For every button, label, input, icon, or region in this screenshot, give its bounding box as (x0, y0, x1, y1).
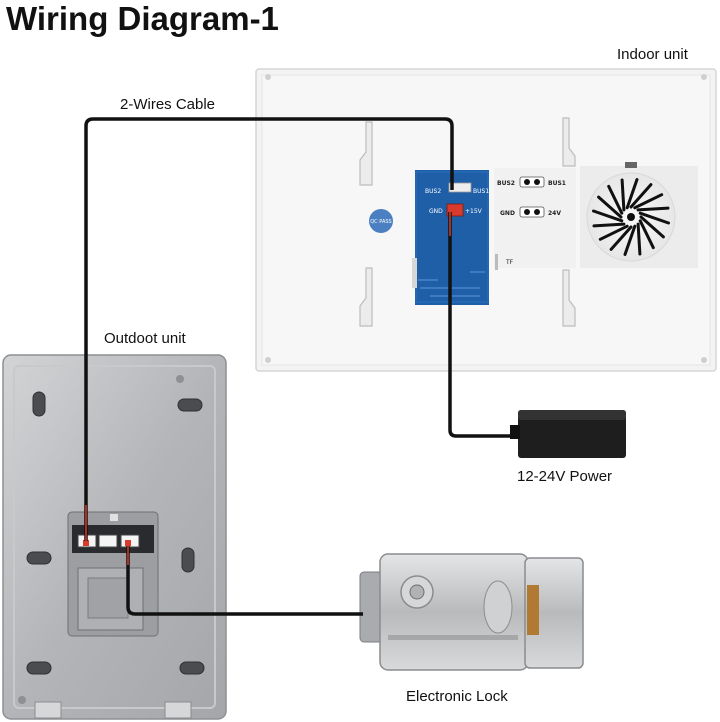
lock-cable (126, 546, 363, 616)
page-title: Wiring Diagram-1 (6, 0, 279, 37)
svg-text:GND: GND (500, 210, 515, 217)
svg-text:TF: TF (505, 259, 514, 266)
outdoor-unit-label: Outdoot unit (104, 330, 186, 347)
lock-label: Electronic Lock (406, 688, 508, 705)
power-label: 12-24V Power (517, 468, 613, 485)
two-wire-cable (84, 117, 454, 541)
svg-text:BUS1: BUS1 (548, 180, 566, 187)
svg-text:24V: 24V (548, 210, 561, 217)
qc-pass-sticker: QC PASS (369, 209, 393, 233)
indoor-terminal-labels: BUS2 BUS1 GND 24V TF (494, 168, 576, 270)
power-cable (448, 212, 512, 438)
indoor-unit-label: Indoor unit (617, 46, 688, 63)
outdoor-unit (2, 354, 227, 720)
svg-text:+15V: +15V (465, 208, 483, 215)
outdoor-terminal-block (67, 511, 159, 637)
indoor-circuit-board: BUS2 BUS1 GND +15V (412, 170, 489, 305)
bus-terminal (448, 182, 472, 193)
wires (84, 117, 512, 616)
svg-text:BUS2: BUS2 (425, 188, 441, 195)
cable-label: 2-Wires Cable (120, 96, 216, 113)
svg-text:BUS2: BUS2 (497, 180, 515, 187)
speaker-grille-icon (580, 162, 698, 268)
svg-text:GND: GND (429, 208, 443, 215)
svg-text:QC PASS: QC PASS (370, 219, 391, 225)
svg-text:BUS1: BUS1 (473, 188, 489, 195)
indoor-unit: QC PASS BUS2 BUS1 GND +15V BUS2 BUS1 GND (255, 68, 717, 372)
electronic-lock (359, 553, 584, 671)
power-adapter (510, 410, 626, 458)
mounting-slots (359, 117, 576, 327)
